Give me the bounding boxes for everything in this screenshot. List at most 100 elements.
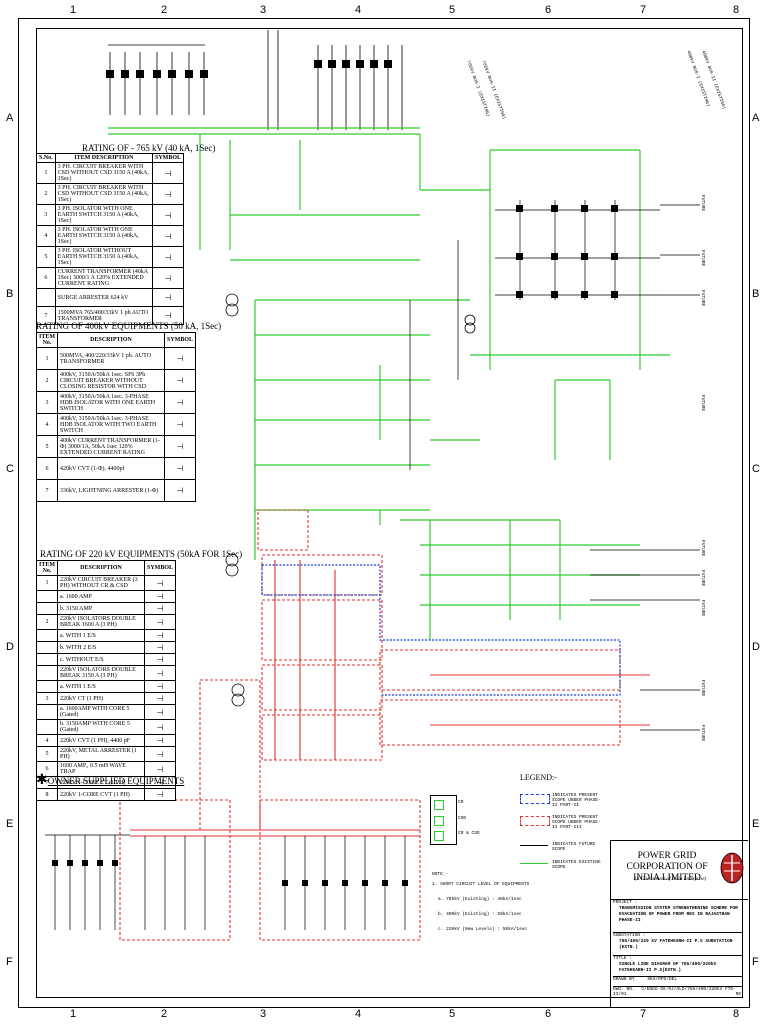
item-description: 220kV CVT (1 PH), 4400 pF	[57, 734, 145, 747]
feeder-label: FUTURE	[700, 250, 705, 267]
item-symbol-icon: ⊣	[143, 692, 177, 705]
item-description: 400kV, 3150A/50kA 1sec. SF6 3Ph CIRCUIT …	[57, 369, 165, 392]
col-header: DESCRIPTION	[57, 560, 145, 576]
blue-scope-swatch	[520, 794, 550, 804]
legend-line-3: INDICATES FUTURE SCOPE	[552, 842, 596, 852]
item-symbol-icon: ⊣	[151, 267, 185, 289]
item-symbol-icon: ⊣	[151, 246, 185, 268]
table-row: a. WITH 1 E/S⊣	[35, 629, 177, 642]
grid-row-label: B	[6, 288, 14, 300]
item-symbol-icon: ⊣	[163, 347, 197, 370]
grid-row-label: C	[6, 463, 14, 475]
item-symbol-icon: ⊣	[151, 183, 185, 205]
item-description: 220kV ISOLATORS DOUBLE BREAK 3150 A (3 P…	[57, 665, 145, 681]
item-no: 4	[35, 734, 59, 747]
item-description: a. WITH 1 E/S	[57, 680, 145, 693]
col-header: ITEM No.	[35, 560, 59, 576]
item-symbol-icon: ⊣	[143, 665, 177, 681]
item-no: 8	[35, 788, 59, 801]
item-description: 420kV CVT (1-Φ), 4400pf	[57, 457, 165, 480]
item-no: 2	[35, 369, 59, 392]
item-no: 3	[36, 204, 56, 226]
existing-scope-swatch	[520, 863, 548, 864]
note-3: b. 400kV (Existing) : 50kA/1sec	[438, 912, 522, 917]
table-row: b. 3150 AMP⊣	[35, 602, 177, 615]
grid-row-label: D	[752, 641, 760, 653]
drawing-border	[36, 28, 743, 998]
item-no: 5	[35, 746, 59, 762]
powergrid-logo-icon	[720, 852, 744, 884]
grid-column-label: 6	[545, 4, 552, 16]
item-symbol-icon: ⊣	[143, 680, 177, 693]
substation-block: SUBSTATION : 765/400/220 kV FATEHGARH-II…	[613, 932, 743, 951]
grid-row-label: F	[6, 956, 13, 968]
item-no	[35, 719, 59, 735]
grid-column-label: 1	[70, 1008, 77, 1020]
item-no	[35, 704, 59, 720]
item-no	[35, 590, 59, 603]
item-no	[35, 602, 59, 615]
item-description: 1600 AMP., 0.5 mH WAVE TRAP	[57, 761, 145, 777]
title-label: TITLE :	[613, 956, 632, 961]
item-description: 220kV 1-CORE CVT (1 PH)	[57, 788, 145, 801]
item-description: 3 PH. CIRCUIT BREAKER WITH CSD WITHOUT C…	[54, 183, 153, 205]
feeder-label: FUTURE	[700, 290, 705, 307]
table-400-title: RATING OF 400kV EQUIPMENTS (50 kA, 1Sec)	[36, 321, 222, 331]
table-row: a. 1600AMP WITH CORE 5 (Gated)⊣	[35, 704, 177, 720]
item-symbol-icon: ⊣	[143, 719, 177, 735]
item-description: 220kV, METAL ARRESTER (1 PH)	[57, 746, 145, 762]
item-description: a. 1600AMP WITH CORE 5 (Gated)	[57, 704, 145, 720]
feeder-label: FUTURE	[700, 725, 705, 742]
item-no: 2	[36, 183, 56, 205]
item-no: 2	[35, 614, 59, 630]
legend-lines: INDICATES PRESENT SCOPE UNDER PHASE-II P…	[520, 790, 602, 878]
grid-column-label: 2	[161, 4, 168, 16]
note-1: 1. SHORT CIRCUIT LEVEL OF EQUIPMENTS	[432, 882, 530, 887]
note-2: a. 765kV (Existing) : 40kA/1sec	[438, 897, 522, 902]
item-symbol-icon: ⊣	[143, 653, 177, 666]
feeder-label: FUTURE	[700, 600, 705, 617]
drawn-label: DRAWN BY	[613, 977, 635, 982]
item-no: 1	[35, 575, 59, 591]
col-header: SYMBOL	[163, 332, 197, 348]
grid-column-label: 8	[733, 1008, 740, 1020]
item-no	[35, 629, 59, 642]
item-description: 400kV, 3150A/50kA 1sec. 3-PHASE HDB ISOL…	[57, 391, 165, 414]
item-symbol-icon: ⊣	[163, 479, 197, 502]
item-description: b. 3150AMP WITH CORE 5 (Gated)	[57, 719, 145, 735]
item-no	[35, 665, 59, 681]
item-description: 3 PH. CIRCUIT BREAKER WITH CSD WITHOUT C…	[54, 162, 153, 184]
feeder-label: FUTURE	[700, 570, 705, 587]
item-no	[36, 288, 56, 307]
legend-notes: NOTE:- 1. SHORT CIRCUIT LEVEL OF EQUIPME…	[432, 872, 592, 932]
item-no: 7	[36, 306, 56, 325]
item-symbol-icon: ⊣	[151, 162, 185, 184]
dwg-block: DWG. NO. C/ENGG-SS-RJ/SLD/765/400/220kV …	[613, 986, 743, 997]
grid-row-label: F	[752, 956, 759, 968]
item-no: 1	[35, 347, 59, 370]
grid-row-label: C	[752, 463, 760, 475]
project-label: PROJECT :	[613, 900, 638, 905]
company-subtitle: (A Government of India Enterprise)	[634, 877, 707, 882]
table-220-title: RATING OF 220 kV EQUIPMENTS (50kA FOR 1S…	[40, 549, 243, 559]
title-text-block: TITLE : SINGLE LINE DIAGRAM OF 765/400/2…	[613, 955, 743, 974]
item-description: 220kV CIRCUIT BREAKER (3 PH) WITHOUT CR …	[57, 575, 145, 591]
item-symbol-icon: ⊣	[143, 575, 177, 591]
table-row: b. 3150AMP WITH CORE 5 (Gated)⊣	[35, 719, 177, 735]
drawing-frame	[18, 18, 750, 1008]
dwg-label: DWG. NO.	[613, 987, 635, 992]
item-description: 220kV CT (1 PH)	[57, 692, 145, 705]
